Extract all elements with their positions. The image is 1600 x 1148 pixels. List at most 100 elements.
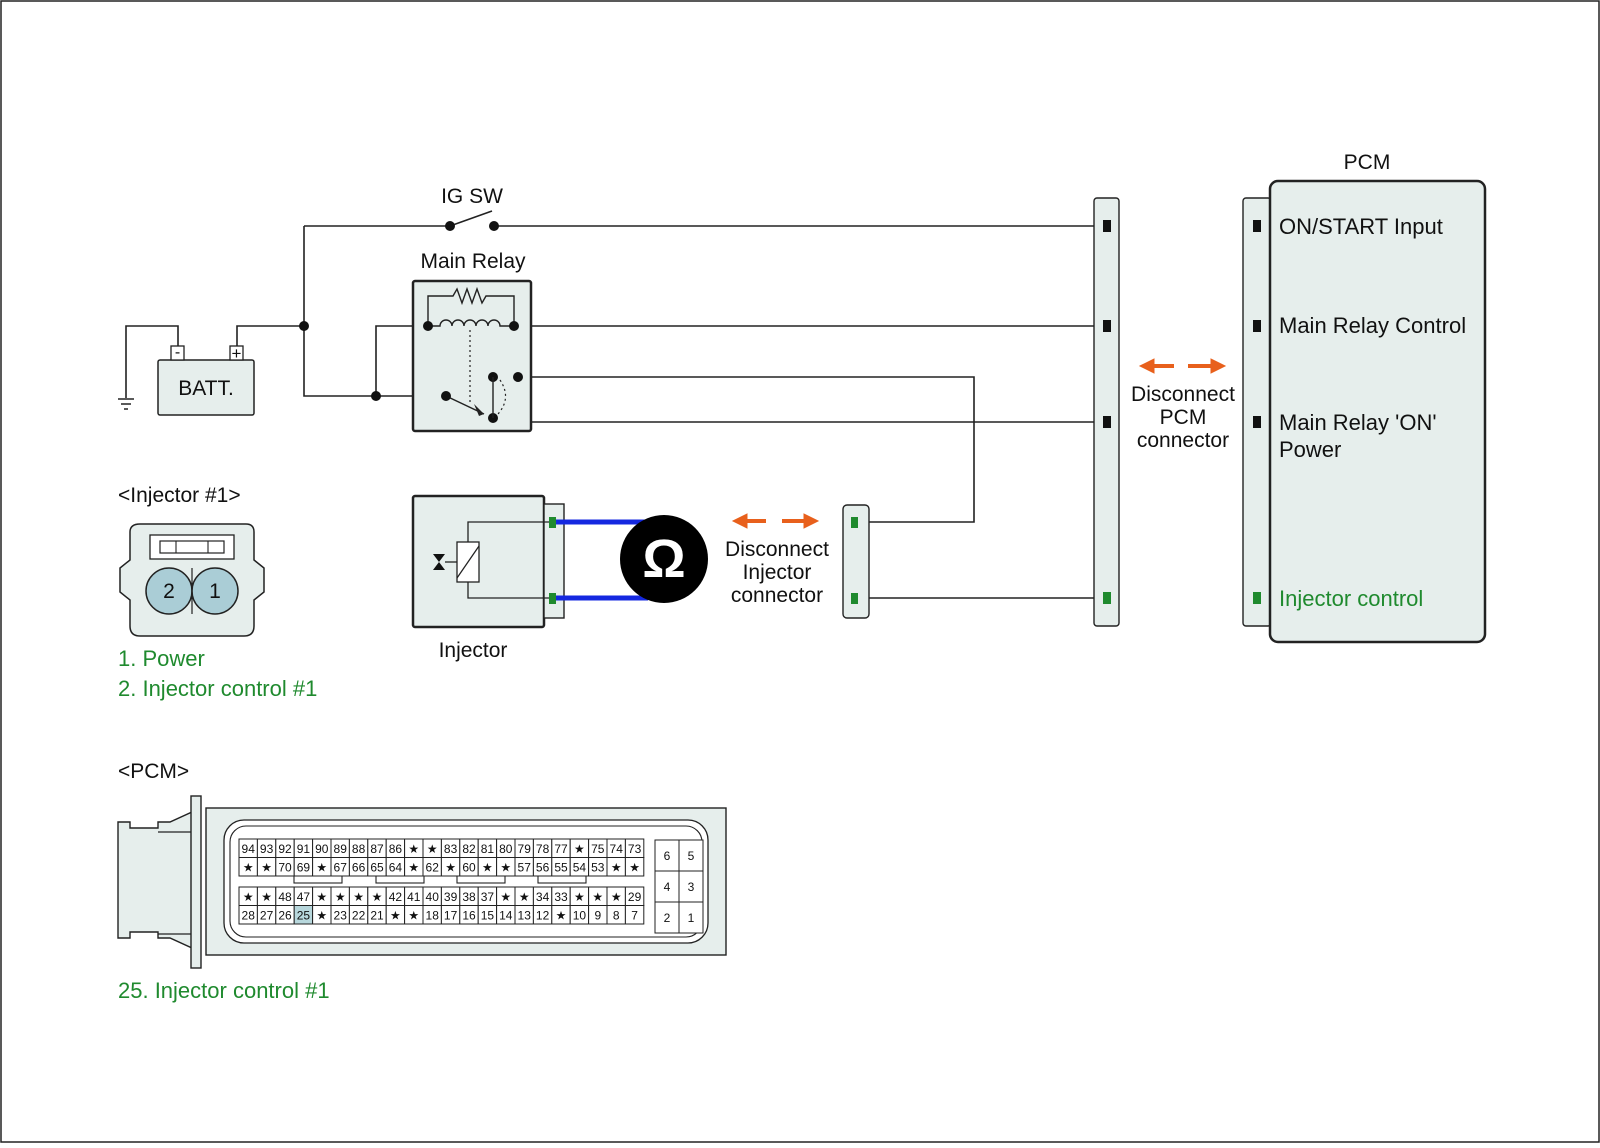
pcm-pin-label: ★ [574,890,585,904]
pcm-pin-label: 73 [628,842,642,856]
pcm-pin-label: 75 [591,842,605,856]
injector-internal-wire-bottom [467,582,553,599]
pcm-pin-label: 33 [554,890,568,904]
pcm-harness-connector [1093,197,1120,627]
relay-coil [428,319,514,327]
pcm-pin-label: 87 [370,842,384,856]
pcm-pin-label: 94 [242,842,256,856]
injector-pin-2-label: 2 [163,580,175,603]
disconnect-arrow-icon [1138,358,1227,374]
pcm-pin-label: 15 [481,908,495,922]
pcm-pin-label: ★ [519,890,530,904]
pcm-pin-label: 77 [554,842,568,856]
pcm-harness-pin-on-start [1103,220,1111,232]
pcm-pin-label: 38 [462,890,476,904]
pcm-pin-label: 67 [334,860,348,874]
pcm-pin-label: 22 [352,908,366,922]
harness-terminal-1 [851,517,858,528]
pcm-pin-label: 57 [518,860,532,874]
relay-coil-feed-wire [375,325,428,396]
pcm-pin-label: ★ [574,842,585,856]
pcm-pin-label: 86 [389,842,403,856]
injector-connector-face: <Injector #1> 2 1 1. Power 2. Injector c… [118,484,317,701]
pcm-small-pin-label: 1 [688,911,695,925]
pcm-pin-label: ★ [445,860,456,874]
pcm-connector-legend: 25. Injector control #1 [118,978,330,1003]
pcm-pin-label: ★ [408,860,419,874]
pcm-pin-label: 62 [426,860,440,874]
pcm-socket [1242,197,1272,627]
pcm-pin-label: ★ [611,890,622,904]
pcm-pin-label: ★ [629,860,640,874]
pcm-pin-label: 70 [278,860,292,874]
pcm-small-pin-label: 2 [664,911,671,925]
battery-minus-label: - [175,344,180,361]
pcm-main-relay-on-label-1: Main Relay 'ON' [1279,410,1437,435]
injector-terminal-1 [549,517,556,528]
disconnect-pcm-line-1: Disconnect [1131,383,1235,406]
pcm-small-pin-label: 4 [664,880,671,894]
pcm-pin-label: ★ [408,842,419,856]
pcm-pin-label: ★ [372,890,383,904]
ig-switch-contact-right [489,221,499,231]
injector-solenoid-slash [456,545,480,579]
pcm-pin-label: 23 [334,908,348,922]
pcm-pin-label: 39 [444,890,458,904]
pcm-pin-label: 54 [573,860,587,874]
pcm-main-relay-control-label: Main Relay Control [1279,313,1466,338]
pcm-pin-label: 92 [278,842,292,856]
injector-plug [543,503,565,619]
pcm-pin-label: 21 [370,908,384,922]
pcm-pin-label: 60 [462,860,476,874]
pcm-harness-pin-relay-control [1103,320,1111,332]
pcm-pin-label: 53 [591,860,605,874]
pcm-pin-label: ★ [316,890,327,904]
injector-power-wire [518,376,975,523]
main-relay: Main Relay [411,250,533,433]
pcm-pin-label: ★ [427,842,438,856]
relay-switch-common [441,391,451,401]
injector-terminal-2 [549,593,556,604]
ohm-symbol: Ω [642,529,685,589]
pcm-pin-label: ★ [408,908,419,922]
junction-battery [299,321,309,331]
pcm-injector-control-label: Injector control [1279,586,1423,611]
pcm-pin-on-start [1253,220,1261,232]
pcm-pin-label: 8 [613,908,620,922]
pcm-pin-label: 41 [407,890,421,904]
injector-label: Injector [439,639,508,662]
pcm-pin-label: 7 [631,908,638,922]
pcm-pin-label: ★ [316,908,327,922]
relay-coil-node-left [423,321,433,331]
pcm-pin-label: 28 [242,908,256,922]
battery-plus-label: + [232,344,242,363]
pcm-small-pin-cell [678,901,704,934]
battery-negative-terminal [170,345,185,361]
pcm-pin-label: 66 [352,860,366,874]
injector-component: Injector [411,494,565,662]
pcm-pin-label: 88 [352,842,366,856]
pcm-small-pin-cell [654,839,680,872]
injector-valve-icon [433,554,445,570]
disconnect-injector: Disconnect Injector connector [725,513,829,607]
pcm-pin-label: 78 [536,842,550,856]
pcm-pin-label: ★ [500,860,511,874]
pcm-pin-on-power [1253,416,1261,428]
pcm-title: PCM [1344,151,1391,174]
pcm-pin-label: 56 [536,860,550,874]
disconnect-injector-line-2: Injector [743,561,812,584]
pcm-pin-label: 29 [628,890,642,904]
junction-relay-feed [371,391,381,401]
pcm-pin-label: ★ [243,860,254,874]
pcm-pin-label: 74 [610,842,624,856]
battery: - + BATT. [157,344,255,416]
battery-negative-wire [125,325,179,398]
pcm-body [1268,179,1487,644]
ig-switch-contact-left [445,221,455,231]
disconnect-pcm-line-2: PCM [1160,406,1207,429]
pcm-pin-label: 17 [444,908,458,922]
pcm-pin-label: ★ [261,860,272,874]
pcm-pin-relay-control [1253,320,1261,332]
pcm-pin-label: 80 [499,842,513,856]
